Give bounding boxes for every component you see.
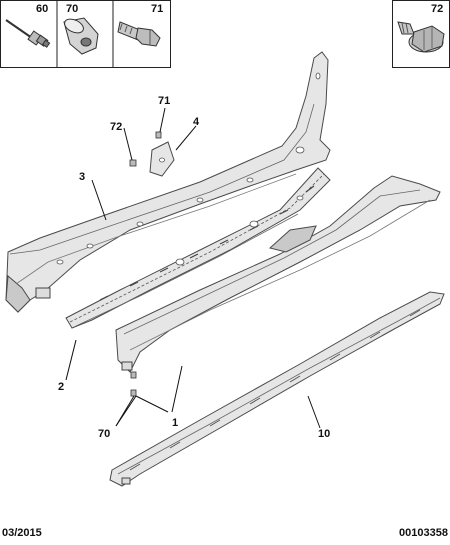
callout-1: 1 xyxy=(172,417,178,429)
callout-4: 4 xyxy=(193,116,200,128)
leader-10 xyxy=(307,395,321,429)
leader-71 xyxy=(159,107,166,133)
part-1-outer-sill[interactable] xyxy=(115,175,441,373)
fastener-70-rivet-nut[interactable] xyxy=(130,371,137,397)
part-2-inner-sill[interactable] xyxy=(65,167,331,329)
legend-item-70[interactable]: 70 xyxy=(62,3,99,55)
legend-ref-60: 60 xyxy=(36,3,48,15)
legend-ref-70: 70 xyxy=(66,3,78,15)
bolt-icon xyxy=(117,21,161,47)
leader-lines xyxy=(65,107,321,429)
fastener-72-bolt[interactable] xyxy=(129,159,137,167)
callout-71: 71 xyxy=(158,95,170,107)
part-10-rocker-trim[interactable] xyxy=(109,291,445,487)
callout-70: 70 xyxy=(98,428,110,440)
legend-ref-72: 72 xyxy=(431,3,443,15)
hex-flange-bolt-icon xyxy=(397,21,445,53)
part-3-sill-reinforcement[interactable] xyxy=(5,51,331,313)
leader-70 xyxy=(115,395,135,427)
footer-date: 03/2015 xyxy=(2,527,42,539)
callout-10: 10 xyxy=(318,428,330,440)
leader-72 xyxy=(123,127,133,161)
callout-72: 72 xyxy=(110,121,122,133)
leader-4 xyxy=(175,125,197,151)
leader-3 xyxy=(91,179,107,221)
fastener-71-bolt[interactable] xyxy=(155,131,162,139)
pin-bolt-icon xyxy=(5,19,51,48)
legend-item-71[interactable]: 71 xyxy=(117,3,163,47)
footer-code: 00103358 xyxy=(399,527,448,539)
legend-ref-71: 71 xyxy=(151,3,163,15)
legend-item-72[interactable]: 72 xyxy=(397,3,445,53)
rivet-nut-icon xyxy=(63,17,99,55)
part-4-bracket[interactable] xyxy=(149,141,175,177)
callout-2: 2 xyxy=(58,381,64,393)
leader-2 xyxy=(65,339,77,381)
legend-item-60[interactable]: 60 xyxy=(5,3,51,48)
callout-3: 3 xyxy=(79,171,85,183)
